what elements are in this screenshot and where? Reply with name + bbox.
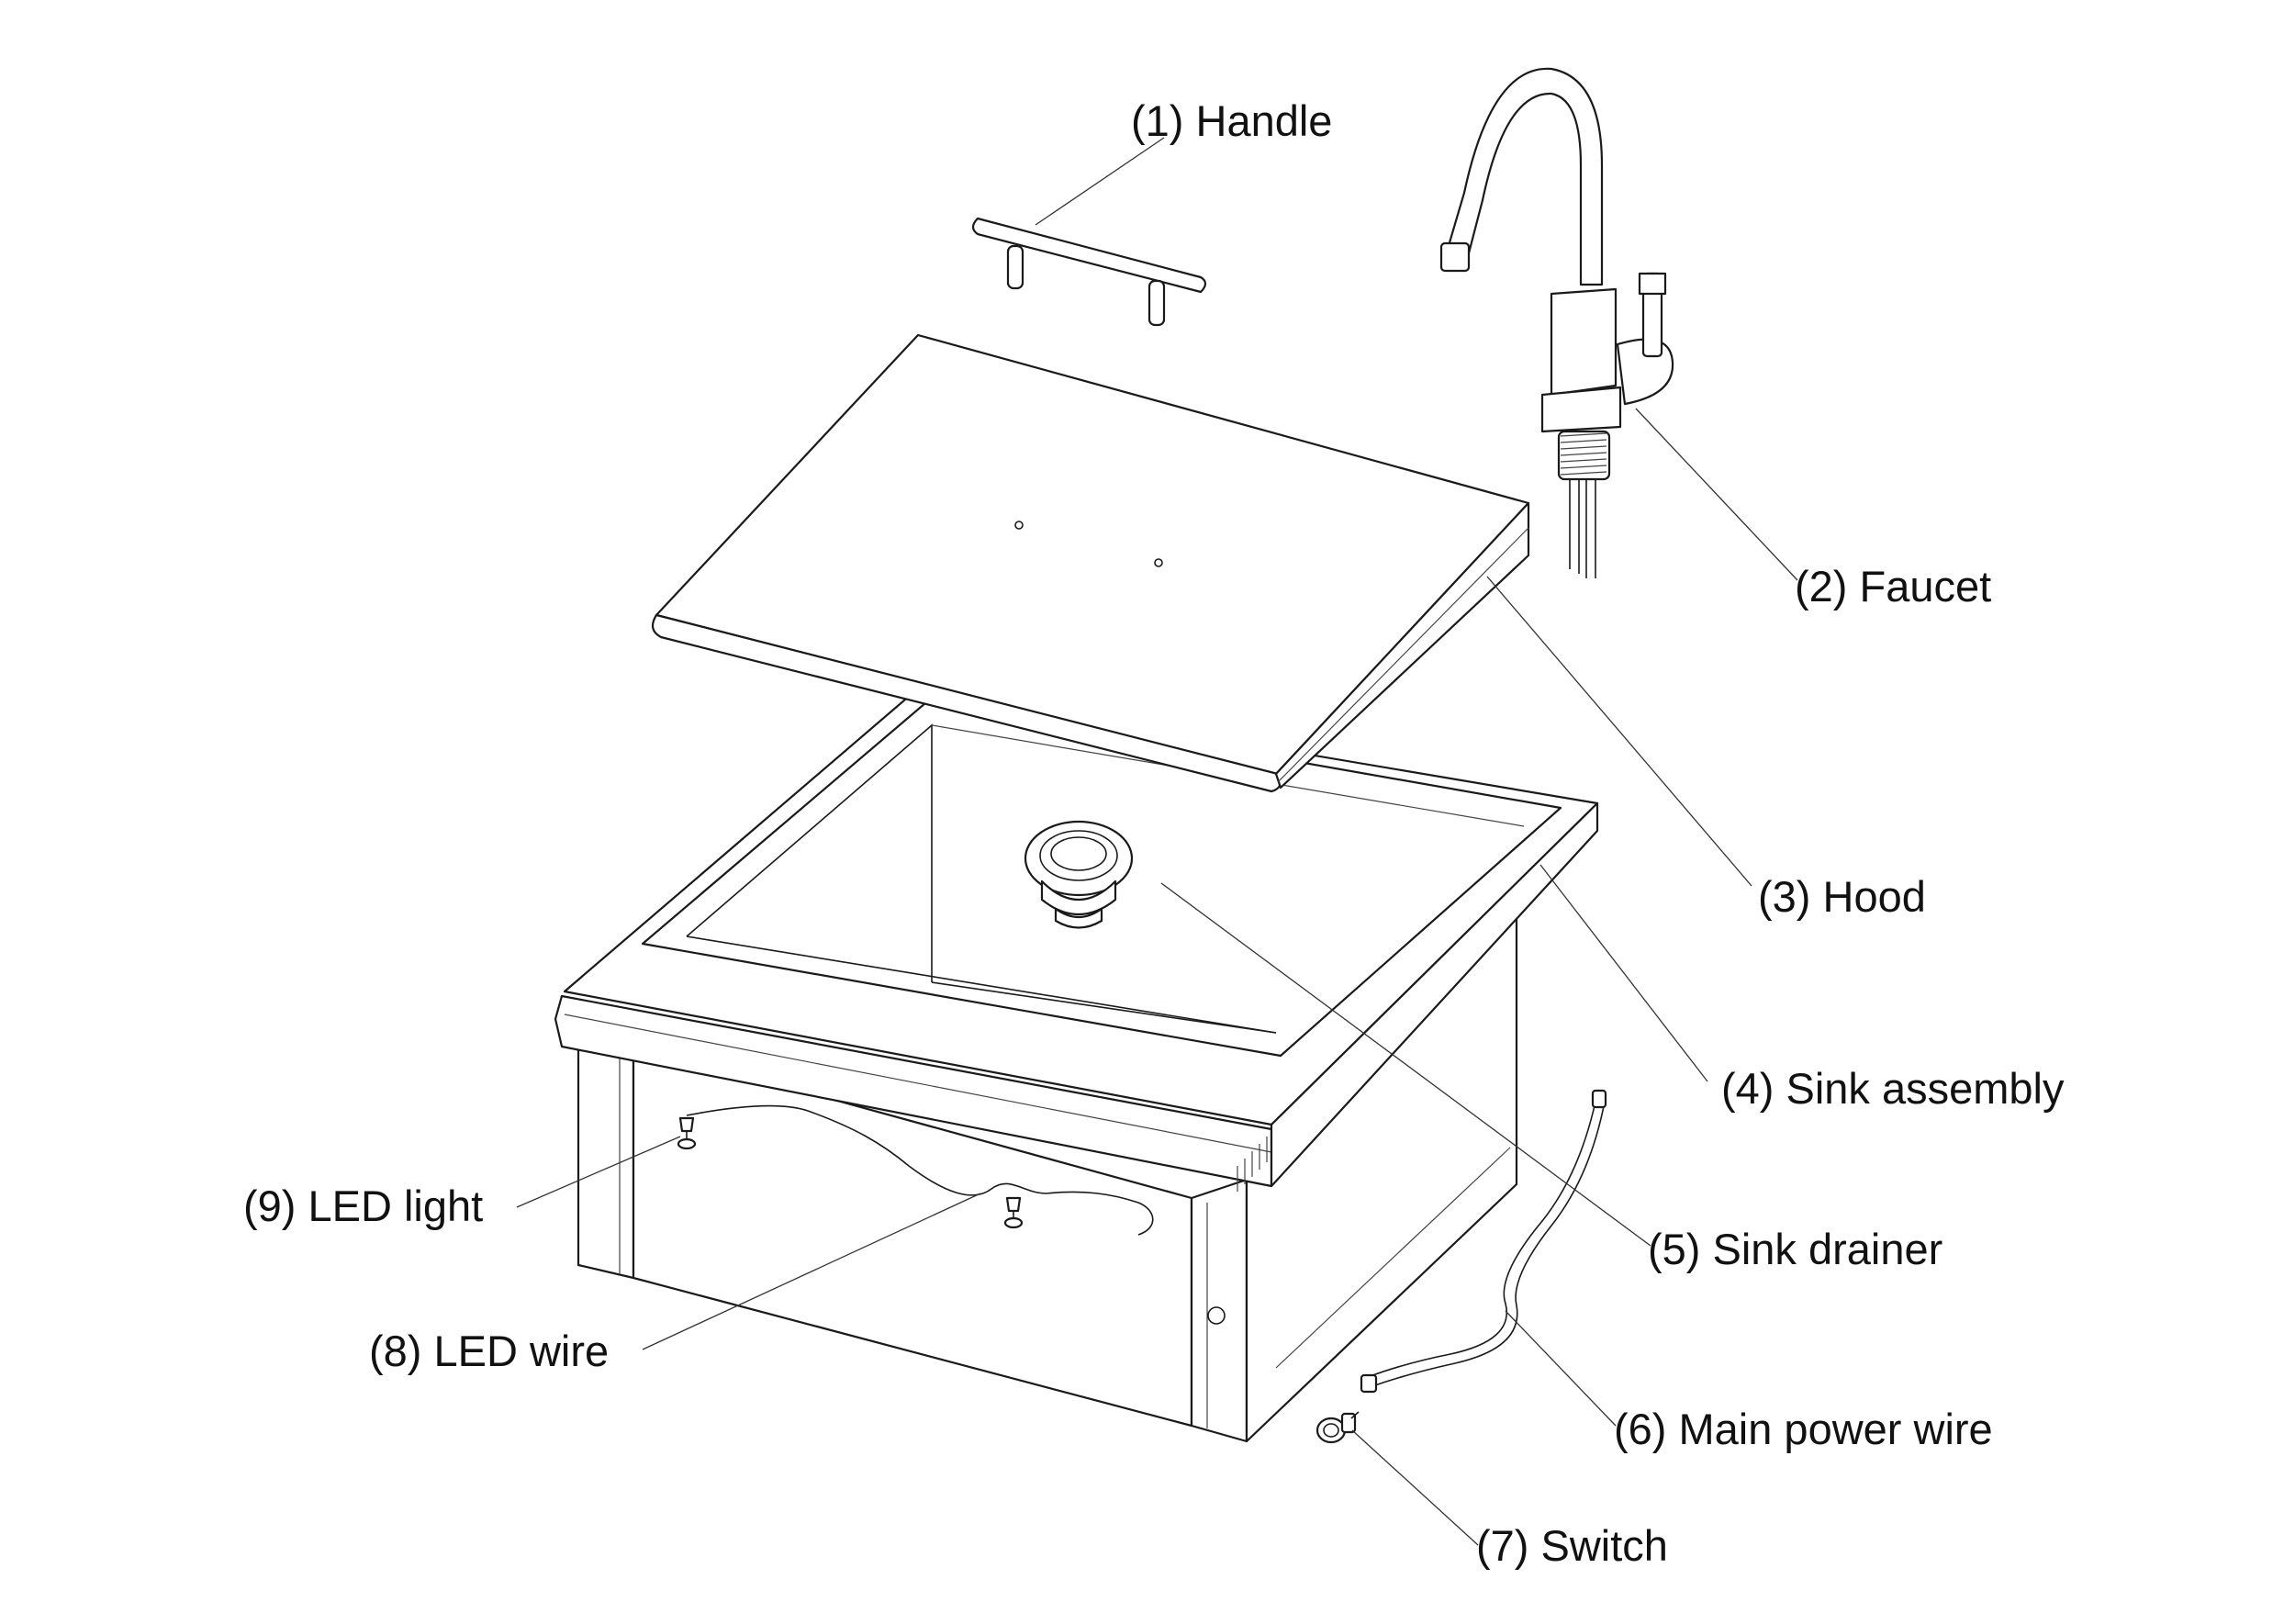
faucet-drawing (1439, 67, 1674, 578)
callout-faucet: (2) Faucet (1795, 562, 1991, 610)
callout-led-light: (9) LED light (243, 1182, 483, 1230)
callout-main-power-wire: (6) Main power wire (1614, 1405, 1993, 1453)
leader-lines (516, 137, 1798, 1546)
led-light-drawing (677, 1116, 1024, 1229)
hood-drawing (651, 333, 1530, 793)
callout-switch: (7) Switch (1476, 1521, 1668, 1570)
sink-assembly-drawing (554, 687, 1599, 1443)
handle-drawing (971, 217, 1207, 327)
sink-drainer-drawing (1024, 820, 1134, 929)
callout-handle: (1) Handle (1131, 96, 1332, 145)
led-wire-drawing (686, 1104, 1154, 1236)
callout-sink-drainer: (5) Sink drainer (1648, 1225, 1942, 1273)
callout-sink-assembly: (4) Sink assembly (1721, 1064, 2065, 1113)
main-power-wire-drawing (1360, 1089, 1607, 1394)
callout-led-wire: (8) LED wire (369, 1327, 609, 1375)
switch-drawing (1315, 1411, 1360, 1444)
callout-hood: (3) Hood (1758, 872, 1926, 921)
